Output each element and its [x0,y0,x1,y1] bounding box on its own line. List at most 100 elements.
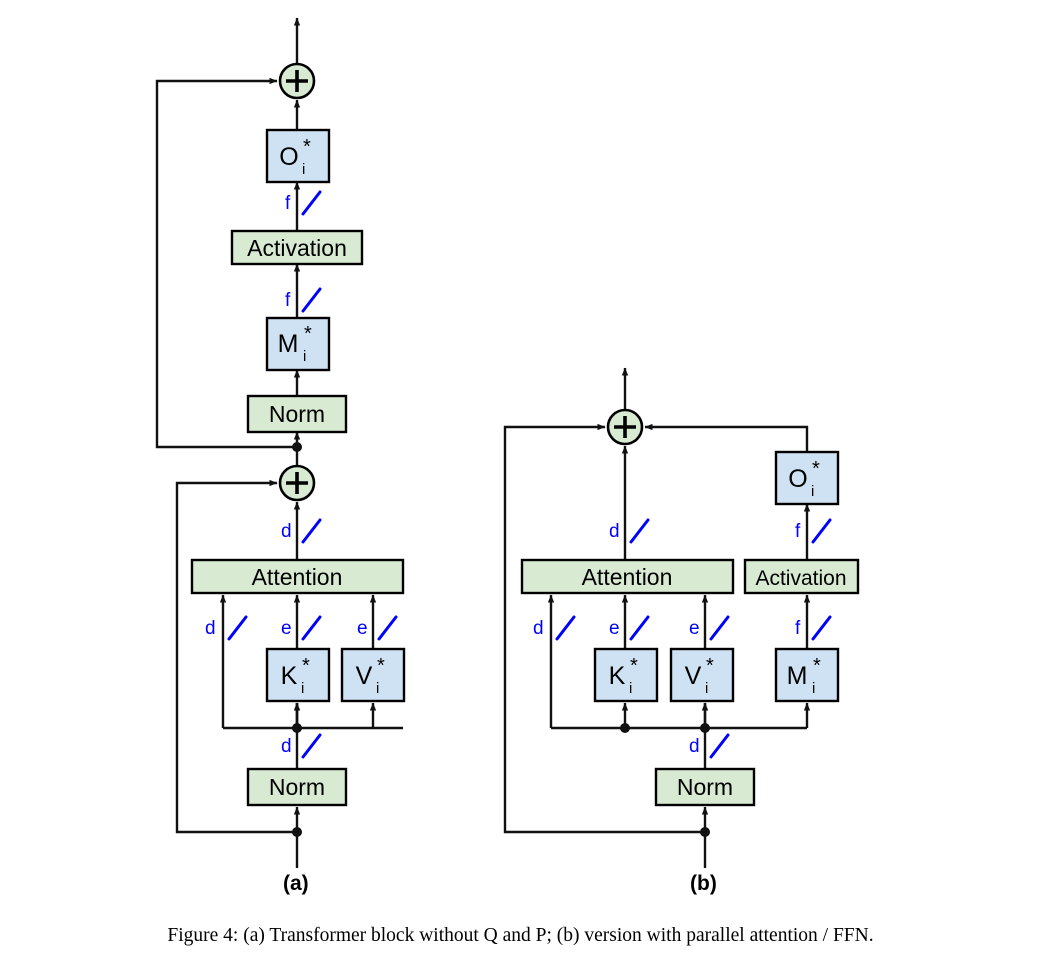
plus-icon [286,70,308,92]
panel-b-junctions [620,723,710,837]
node-subscript: i [376,680,379,697]
node-label: Attention [582,564,673,590]
node-label: Norm [269,401,325,427]
node-b-v[interactable]: V i * [669,647,735,703]
dim-label: e [357,618,368,639]
dim-label: d [533,618,544,639]
junction-dot [700,827,710,837]
panel-a-nodes: Norm K i * V i * Attention [190,62,406,807]
node-label: K [281,662,298,690]
dim-label: d [281,521,292,542]
node-label: M [787,662,808,690]
node-superscript: * [303,136,311,158]
node-a-norm1[interactable]: Norm [246,767,348,807]
dim-slash [709,733,730,759]
plus-icon [614,416,636,438]
dim-slash [301,733,322,759]
node-superscript: * [630,655,638,677]
node-label: V [685,662,702,690]
node-superscript: * [304,323,312,345]
dim-slash [629,615,650,641]
node-b-k[interactable]: K i * [593,647,659,703]
dim-label: e [281,618,292,639]
node-b-norm[interactable]: Norm [654,767,756,807]
dim-slash [301,287,322,313]
node-label: O [279,143,298,171]
wire-a-skip2 [155,77,297,449]
node-label: Activation [247,235,347,261]
node-superscript: * [302,655,310,677]
dim-label: f [285,290,291,311]
dim-slash [301,190,322,216]
figure-caption: Figure 4: (a) Transformer block without … [167,925,874,946]
dim-slashes [227,190,832,759]
dim-slash [811,615,832,641]
node-label: O [788,465,807,493]
node-subscript: i [705,680,708,697]
node-b-attention[interactable]: Attention [520,558,735,595]
dim-slash [811,518,832,544]
dim-slash [555,615,576,641]
dim-label: d [205,618,216,639]
node-subscript: i [303,348,306,365]
node-label: Norm [677,774,733,800]
dim-label: f [285,193,291,214]
dim-slash [301,518,322,544]
dim-slash [377,615,398,641]
panel-a-junctions [292,442,302,837]
node-a-norm2[interactable]: Norm [246,394,348,434]
node-label: V [356,662,373,690]
panel-b-nodes: Norm K i * V i * M i * Atten [520,408,860,807]
node-label: Norm [269,774,325,800]
dim-slash [301,615,322,641]
node-a-activation[interactable]: Activation [230,229,364,266]
node-subscript: i [812,680,815,697]
dim-label: d [609,521,620,542]
node-subscript: i [811,483,814,500]
panel-a-label: (a) [283,872,309,895]
node-label: Activation [755,567,846,590]
junction-dot [292,723,302,733]
wire-b-o-sum [644,423,809,452]
node-a-sum2[interactable] [278,62,316,100]
node-label: K [609,662,626,690]
dim-slash [227,615,248,641]
node-subscript: i [301,680,304,697]
node-superscript: * [377,655,385,677]
dim-label: d [689,736,700,757]
junction-dot [620,723,630,733]
node-b-o[interactable]: O i * [774,450,840,506]
node-a-attention[interactable]: Attention [190,558,405,595]
plus-icon [286,472,308,494]
dim-label: f [795,521,801,542]
panel-a-wires [155,17,403,868]
node-subscript: i [302,161,305,178]
node-b-sum[interactable] [606,408,644,446]
dim-slash [629,518,650,544]
dim-label: e [689,618,700,639]
junction-dot [292,827,302,837]
node-a-m[interactable]: M i * [265,316,331,372]
wire-a-skip1 [175,479,297,834]
node-superscript: * [813,655,821,677]
node-a-o[interactable]: O i * [265,128,331,184]
node-superscript: * [812,458,820,480]
wire-b-skip [503,423,705,834]
node-b-activation[interactable]: Activation [743,558,860,595]
node-subscript: i [629,680,632,697]
dim-slash [709,615,730,641]
junction-dot [700,723,710,733]
dim-label: d [281,736,292,757]
panel-b-wires [503,367,811,868]
node-a-v[interactable]: V i * [340,647,406,703]
node-label: M [278,330,299,358]
dim-label: f [795,618,801,639]
dim-letters: d d e e d f f d d e e f d f [205,193,801,757]
node-b-m[interactable]: M i * [774,647,840,703]
node-a-sum1[interactable] [278,464,316,502]
node-label: Attention [252,564,343,590]
node-a-k[interactable]: K i * [265,647,331,703]
node-superscript: * [706,655,714,677]
